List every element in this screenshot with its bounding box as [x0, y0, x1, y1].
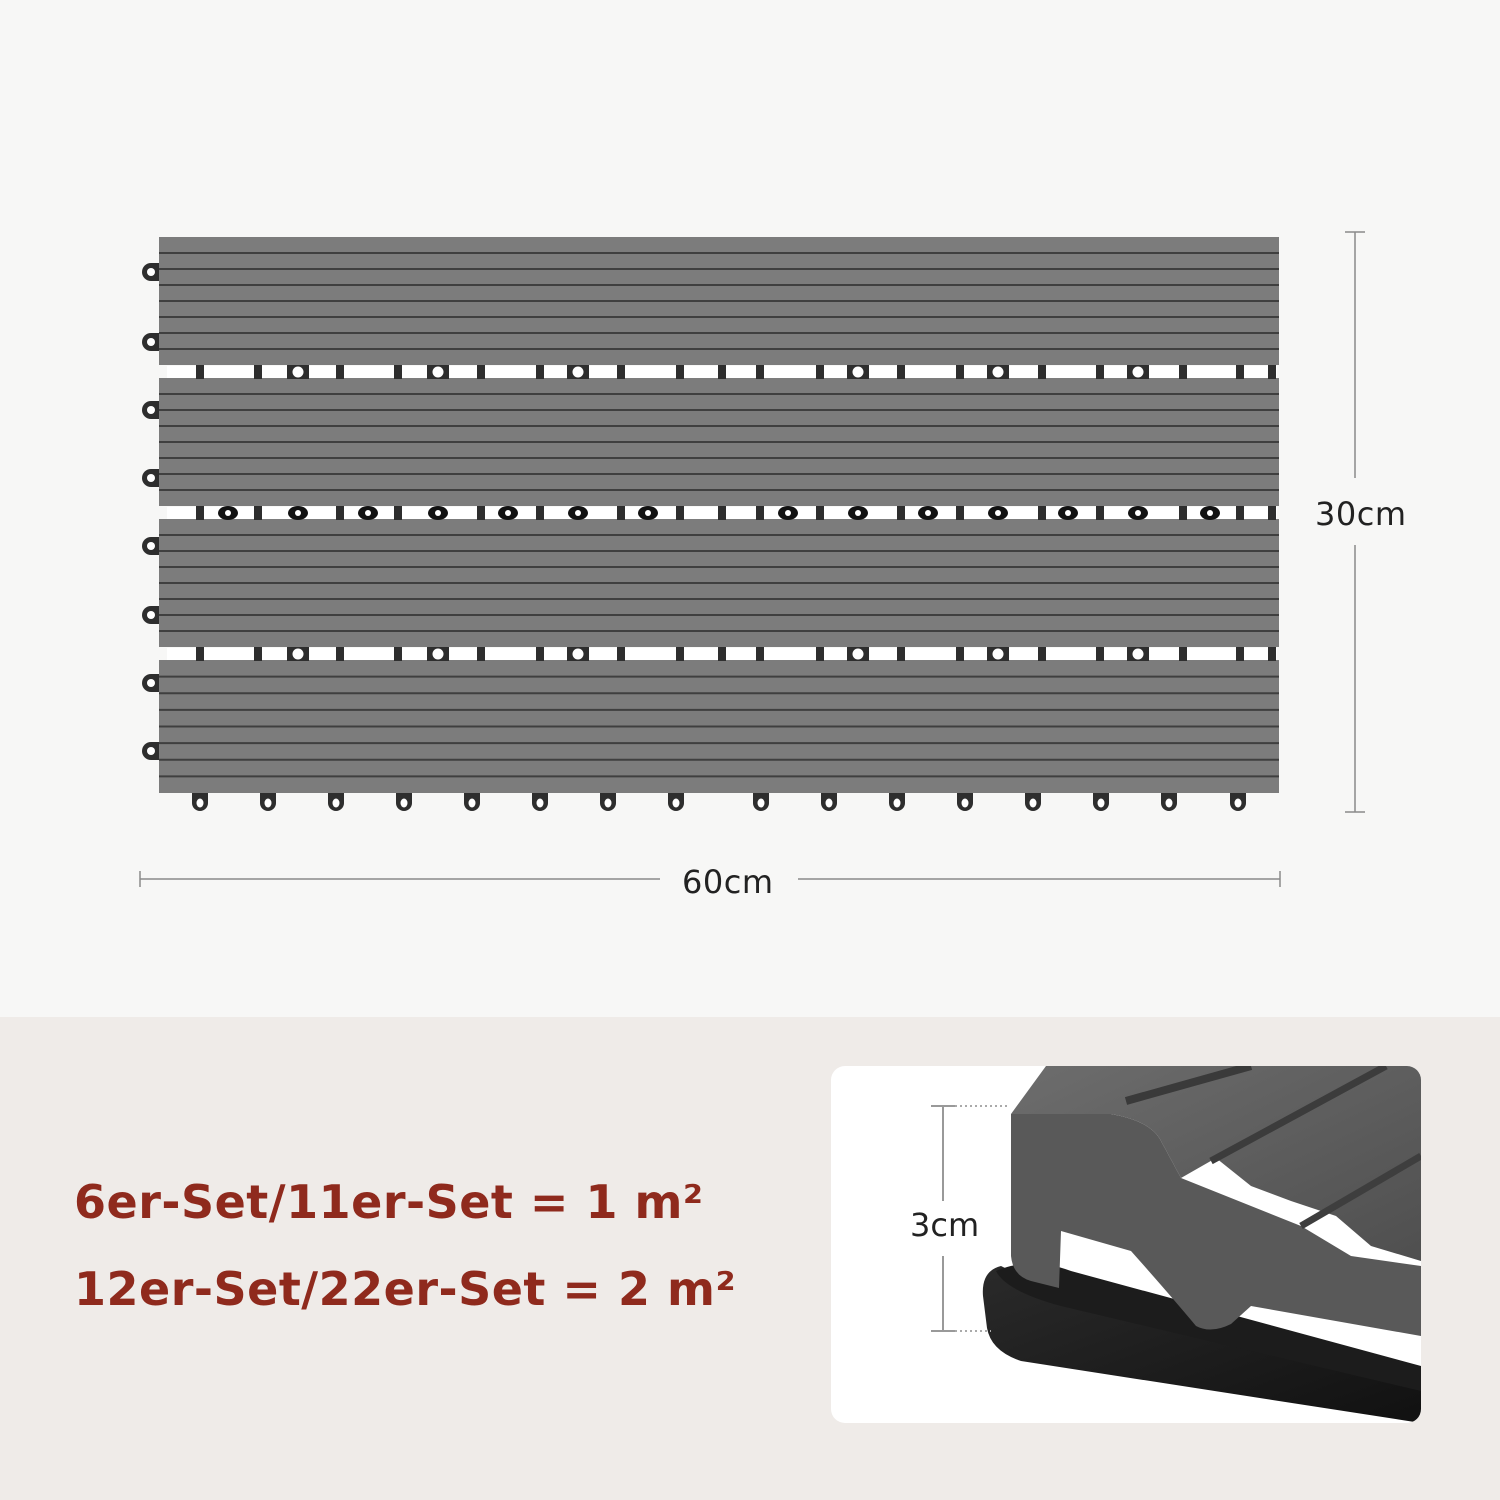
coverage-line-1m2: 6er-Set/11er-Set = 1 m²	[74, 1175, 704, 1229]
thickness-label: 3cm	[910, 1206, 980, 1244]
tile-cross-section-image	[926, 1066, 1421, 1423]
coverage-line-2m2: 12er-Set/22er-Set = 2 m²	[74, 1262, 737, 1316]
height-dimension-label: 30cm	[1315, 495, 1407, 533]
thickness-detail-card: 3cm	[831, 1066, 1421, 1423]
width-dimension-label: 60cm	[682, 863, 774, 901]
deck-tile-diagram	[139, 231, 1365, 887]
